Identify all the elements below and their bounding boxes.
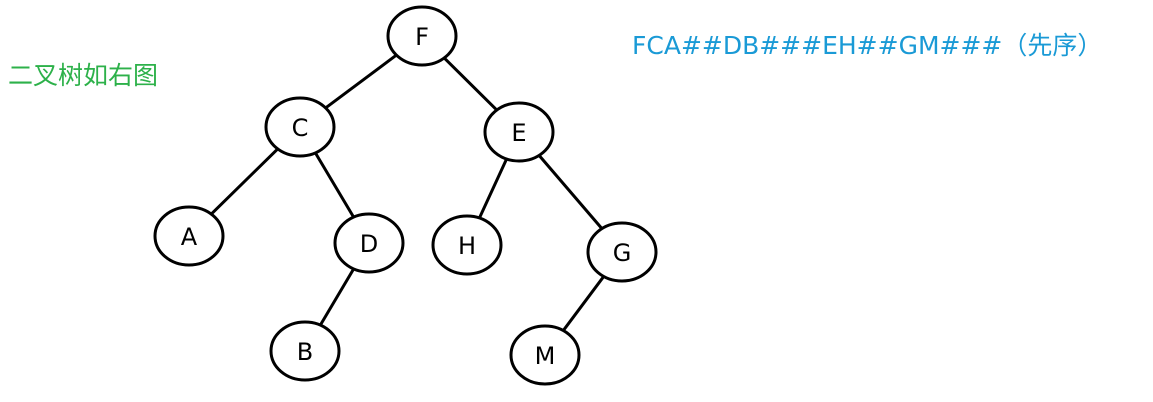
- node-label: M: [535, 342, 556, 370]
- tree-node-e: E: [483, 101, 555, 163]
- node-ellipse: [586, 221, 658, 283]
- node-label: G: [613, 239, 632, 267]
- edge-f-e: [442, 56, 499, 112]
- node-label: C: [292, 114, 309, 142]
- node-label: B: [297, 338, 313, 366]
- node-ellipse: [269, 320, 341, 382]
- node-label: D: [360, 230, 378, 258]
- node-ellipse: [483, 101, 555, 163]
- edge-e-g: [537, 153, 604, 231]
- tree-node-d: D: [333, 212, 405, 274]
- edge-f-c: [324, 53, 398, 110]
- tree-node-g: G: [586, 221, 658, 283]
- node-label: F: [415, 23, 429, 51]
- node-ellipse: [333, 212, 405, 274]
- tree-nodes: F C E A D B H G M: [153, 5, 658, 386]
- edge-c-d: [313, 151, 356, 219]
- edge-c-a: [209, 147, 280, 216]
- tree-node-a: A: [153, 205, 225, 267]
- edge-e-h: [477, 157, 509, 220]
- edge-d-b: [318, 267, 356, 327]
- node-label: A: [181, 223, 198, 251]
- node-ellipse: [386, 5, 458, 67]
- tree-node-h: H: [431, 214, 503, 276]
- tree-node-f: F: [386, 5, 458, 67]
- tree-node-c: C: [264, 96, 336, 158]
- caption-text: 二叉树如右图: [8, 61, 159, 90]
- tree-edges: [209, 53, 606, 333]
- node-label: H: [458, 232, 476, 260]
- tree-node-m: M: [509, 324, 581, 386]
- preorder-sequence-text: FCA##DB###EH##GM###（先序）: [632, 31, 1103, 60]
- node-label: E: [511, 119, 526, 147]
- tree-node-b: B: [269, 320, 341, 382]
- edge-g-m: [561, 274, 606, 333]
- node-ellipse: [431, 214, 503, 276]
- node-ellipse: [153, 205, 225, 267]
- node-ellipse: [264, 96, 336, 158]
- node-ellipse: [509, 324, 581, 386]
